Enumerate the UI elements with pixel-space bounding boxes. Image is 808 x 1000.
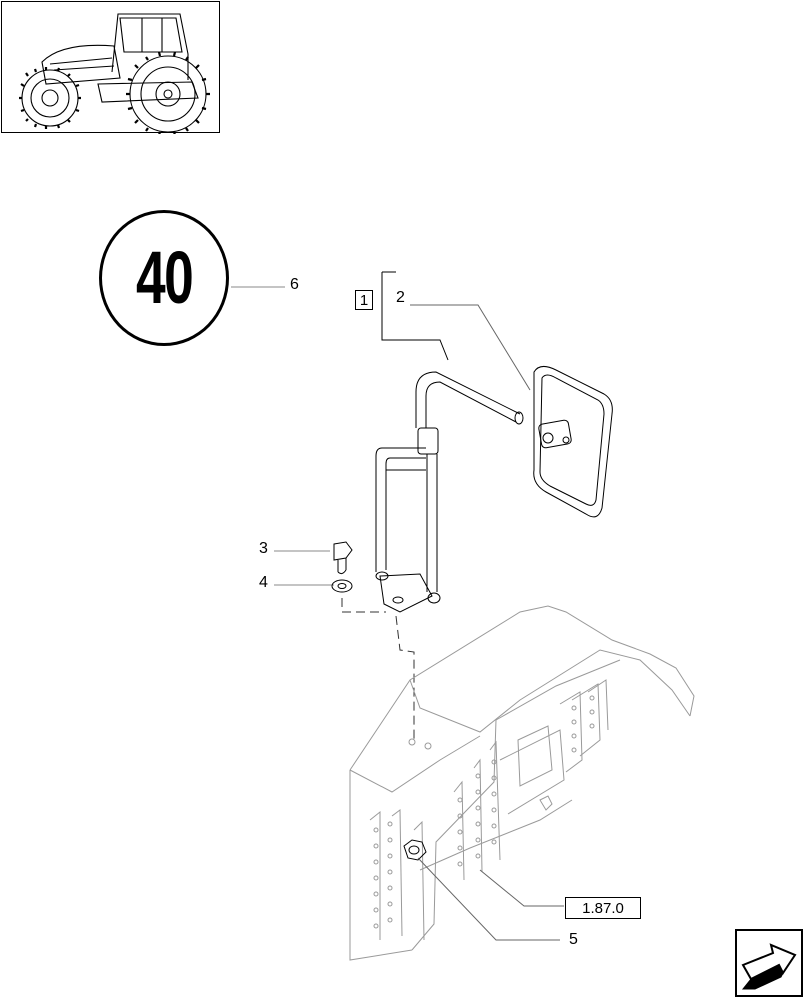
leader-line-5	[417, 857, 560, 941]
nut	[403, 839, 427, 861]
tractor-thumbnail-icon	[19, 13, 210, 134]
cross-reference-label: 1.87.0	[582, 899, 624, 917]
tractor-thumbnail	[1, 1, 220, 134]
speed-limit-sign: 40	[99, 210, 229, 346]
callout-5: 5	[569, 931, 578, 948]
leader-line-2	[410, 304, 531, 391]
assembly-path	[341, 598, 415, 740]
fender-holes	[373, 695, 595, 929]
next-page-button[interactable]	[735, 929, 803, 997]
next-page-arrow-icon	[741, 943, 797, 990]
mirror-arm	[375, 371, 524, 613]
mirror-head	[533, 366, 613, 518]
callout-6: 6	[290, 276, 299, 293]
callout-1: 1	[359, 291, 369, 309]
bolt	[333, 541, 353, 575]
bracket-line	[381, 272, 449, 361]
fender	[349, 605, 695, 961]
callout-2: 2	[396, 289, 405, 306]
leader-line-ref	[479, 869, 564, 907]
callout-1-box: 1	[355, 290, 373, 310]
callout-3: 3	[259, 540, 268, 557]
washer	[331, 579, 353, 593]
speed-limit-value: 40	[135, 236, 194, 319]
callout-4: 4	[259, 574, 268, 591]
cross-reference-box[interactable]: 1.87.0	[565, 897, 641, 919]
